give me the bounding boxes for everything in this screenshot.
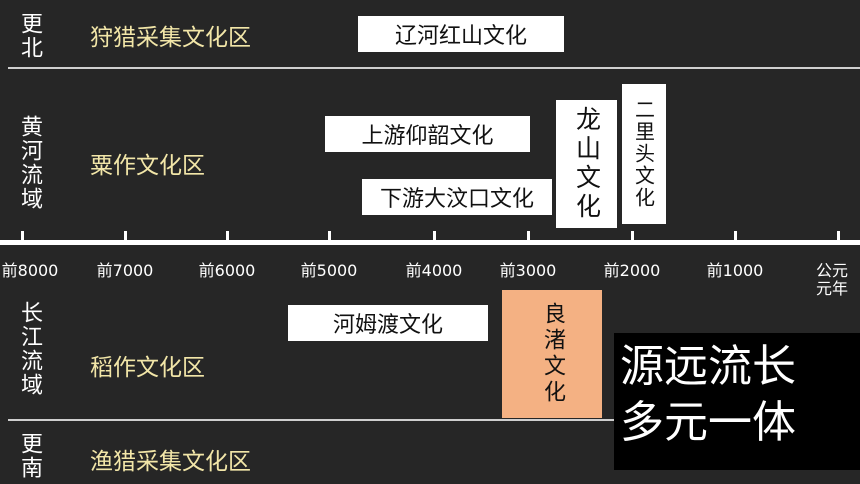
timeline-tick [734, 231, 737, 245]
culture-hemudu: 河姆渡文化 [288, 305, 488, 341]
timeline-tick-label: 前3000 [499, 261, 557, 280]
timeline-tick [837, 231, 840, 245]
timeline-tick-label: 前6000 [198, 261, 256, 280]
divider-south [8, 419, 860, 421]
culture-erlitou: 二里头文化 [622, 84, 666, 224]
region-far-north: 更北 [17, 12, 42, 60]
timeline-tick-label: 前2000 [603, 261, 661, 280]
region-far-south: 更南 [17, 432, 42, 480]
culture-upper-yangshao: 上游仰韶文化 [325, 116, 530, 152]
timeline-tick [433, 231, 436, 245]
timeline-tick [124, 231, 127, 245]
timeline-tick-label: 前7000 [96, 261, 154, 280]
timeline-tick-label: 公元元年 [815, 261, 848, 298]
timeline-tick [226, 231, 229, 245]
timeline-tick-label: 前4000 [405, 261, 463, 280]
culture-liangzhu: 良渚文化 [502, 290, 602, 418]
zone-fishing-hunting: 渔猎采集文化区 [90, 449, 251, 475]
timeline-tick [631, 231, 634, 245]
zone-hunting-gathering: 狩猎采集文化区 [90, 25, 251, 51]
culture-lower-dawenkou: 下游大汶口文化 [362, 179, 552, 215]
timeline-tick [527, 231, 530, 245]
divider-north [8, 67, 860, 69]
slogan-line1: 源远流长 [620, 341, 796, 392]
timeline-tick-label: 前1000 [706, 261, 764, 280]
timeline-tick-label: 前5000 [300, 261, 358, 280]
culture-longshan: 龙山文化 [556, 100, 617, 228]
culture-liaohe-hongshan: 辽河红山文化 [358, 16, 564, 52]
zone-millet: 粟作文化区 [90, 153, 205, 179]
timeline-tick [21, 231, 24, 245]
timeline-tick-label: 前8000 [1, 261, 59, 280]
zone-rice: 稻作文化区 [90, 355, 205, 381]
slogan-line2: 多元一体 [620, 397, 796, 448]
timeline-axis [0, 240, 860, 245]
slogan-box: 源远流长 多元一体 [614, 333, 860, 470]
timeline-tick [328, 231, 331, 245]
region-yellow-river: 黄河流域 [17, 115, 42, 211]
region-yangtze: 长江流域 [17, 301, 42, 397]
